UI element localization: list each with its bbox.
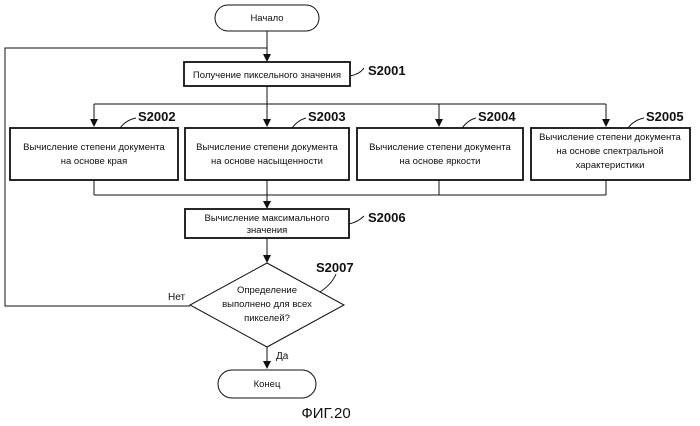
s2004-text-line-2: на основе яркости bbox=[400, 156, 481, 167]
s2007-leader bbox=[320, 274, 336, 292]
s2006-leader bbox=[349, 216, 364, 224]
step-s2005: Вычисление степени документа на основе с… bbox=[531, 109, 690, 180]
s2006-text-line-2: значения bbox=[247, 225, 288, 236]
s2007-id: S2007 bbox=[316, 260, 354, 275]
start-label: Начало bbox=[250, 13, 283, 24]
s2006-text-line-1: Вычисление максимального bbox=[205, 213, 330, 224]
s2003-text-line-1: Вычисление степени документа bbox=[196, 142, 338, 153]
s2002-text-line-2: на основе края bbox=[61, 156, 127, 167]
s2003-leader bbox=[292, 118, 306, 128]
step-s2006: Вычисление максимального значения S2006 bbox=[185, 209, 406, 238]
s2005-leader bbox=[628, 118, 644, 128]
edge-label-no: Нет bbox=[168, 292, 185, 303]
s2004-box bbox=[357, 128, 523, 180]
s2002-id: S2002 bbox=[138, 109, 176, 124]
s2001-leader bbox=[350, 68, 364, 76]
s2002-box bbox=[10, 128, 178, 180]
s2004-leader bbox=[462, 118, 476, 128]
s2005-text-line-3: характеристики bbox=[576, 160, 645, 171]
s2002-leader bbox=[120, 118, 136, 128]
s2003-box bbox=[185, 128, 349, 180]
s2003-id: S2003 bbox=[308, 109, 346, 124]
s2006-id: S2006 bbox=[368, 210, 406, 225]
start-terminal: Начало bbox=[215, 5, 319, 31]
step-s2004: Вычисление степени документа на основе я… bbox=[357, 109, 523, 180]
s2005-text-line-2: на основе спектральной bbox=[556, 146, 663, 157]
step-s2001: Получение пиксельного значения S2001 bbox=[184, 62, 406, 86]
edge-label-yes: Да bbox=[276, 351, 289, 362]
end-label: Конец bbox=[254, 379, 281, 390]
s2002-text-line-1: Вычисление степени документа bbox=[23, 142, 165, 153]
figure-caption: ФИГ.20 bbox=[301, 405, 350, 422]
s2004-id: S2004 bbox=[478, 109, 516, 124]
s2005-id: S2005 bbox=[646, 109, 684, 124]
s2004-text-line-1: Вычисление степени документа bbox=[369, 142, 511, 153]
step-s2007: Определение выполнено для всех пикселей?… bbox=[190, 260, 354, 347]
s2005-text-line-1: Вычисление степени документа bbox=[539, 132, 681, 143]
s2007-text-line-1: Определение bbox=[237, 285, 297, 296]
s2003-text-line-2: на основе насыщенности bbox=[211, 156, 323, 167]
s2001-text-line-1: Получение пиксельного значения bbox=[193, 70, 341, 81]
s2001-id: S2001 bbox=[368, 63, 406, 78]
end-terminal: Конец bbox=[218, 370, 316, 398]
s2007-text-line-3: пикселей? bbox=[244, 313, 290, 324]
s2007-text-line-2: выполнено для всех bbox=[222, 299, 312, 310]
